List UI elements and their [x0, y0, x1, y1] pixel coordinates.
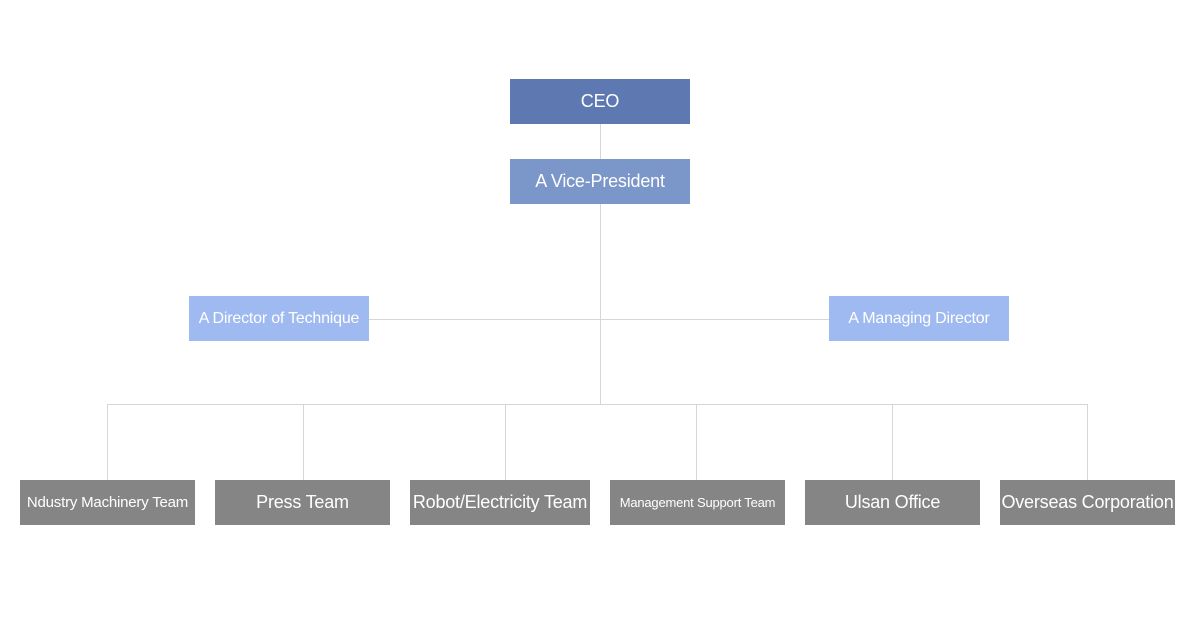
connector-vp-trunk [600, 203, 601, 405]
connector-team-6 [1087, 404, 1088, 481]
connector-team-5 [892, 404, 893, 481]
director-technique-box: A Director of Technique [189, 296, 369, 341]
team-box-management-support: Management Support Team [610, 480, 785, 525]
connector-team-4 [696, 404, 697, 481]
connector-ceo-vp [600, 123, 601, 160]
vice-president-box: A Vice-President [510, 159, 690, 204]
connector-team-1 [107, 404, 108, 481]
connector-teams-bus [107, 404, 1088, 405]
team-box-ulsan-office: Ulsan Office [805, 480, 980, 525]
team-box-robot-electricity: Robot/Electricity Team [410, 480, 590, 525]
team-box-press: Press Team [215, 480, 390, 525]
connector-team-3 [505, 404, 506, 481]
ceo-box: CEO [510, 79, 690, 124]
connector-directors [368, 319, 830, 320]
team-box-industry-machinery: Ndustry Machinery Team [20, 480, 195, 525]
managing-director-box: A Managing Director [829, 296, 1009, 341]
team-box-overseas-corporation: Overseas Corporation [1000, 480, 1175, 525]
connector-team-2 [303, 404, 304, 481]
